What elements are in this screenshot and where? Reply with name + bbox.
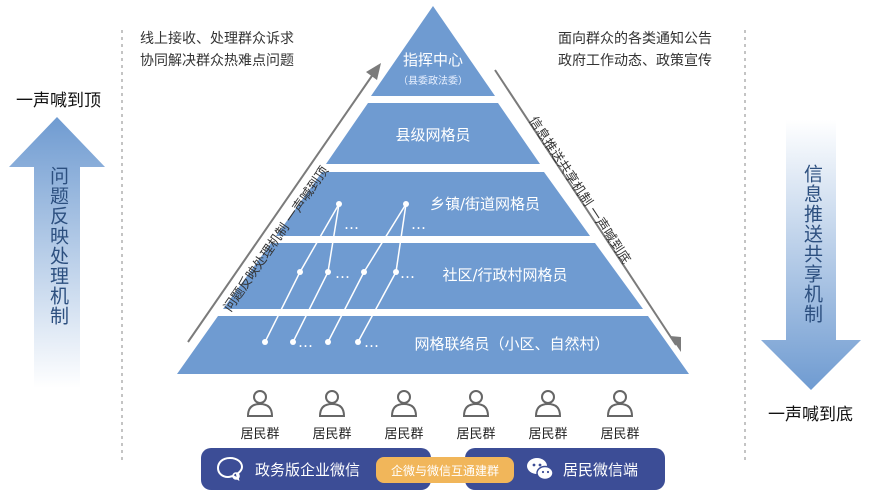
resident-group-label: 居民群 (528, 427, 568, 442)
resident-wechat-label: 居民微信端 (563, 460, 639, 479)
right-note-line-2: 政府工作动态、政策宣传 (558, 53, 712, 69)
node (262, 339, 268, 345)
node (336, 201, 342, 207)
pyramid-tier-3 (223, 243, 643, 309)
enterprise-wechat-icon (216, 456, 244, 482)
node (325, 339, 331, 345)
pyramid (177, 6, 689, 374)
node (297, 269, 303, 275)
resident-group-label: 居民群 (312, 427, 352, 442)
resident-person-icon (534, 390, 562, 417)
pyramid-tier-apex (371, 6, 495, 96)
node (361, 269, 367, 275)
resident-person-icon (318, 390, 346, 417)
node (325, 269, 331, 275)
node (290, 339, 296, 345)
left-arrow-text: 问题反映处理机制 (47, 166, 69, 326)
left-note: 线上接收、处理群众诉求 协同解决群众热难点问题 (140, 28, 294, 72)
right-slant-arrowhead (670, 336, 681, 352)
network-nodes (262, 201, 409, 345)
pyramid-tier-2 (276, 172, 590, 236)
left-note-line-2: 协同解决群众热难点问题 (140, 53, 294, 69)
left-slant-arrow-line (187, 69, 377, 343)
resident-person-icon (606, 390, 634, 417)
resident-group-label: 居民群 (600, 427, 640, 442)
right-note-line-1: 面向群众的各类通知公告 (558, 31, 712, 47)
network-lines (264, 203, 407, 343)
resident-person-icon (390, 390, 418, 417)
left-slant-arrowhead (366, 63, 381, 80)
left-title: 一声喊到顶 (16, 91, 101, 111)
apex-label: 指挥中心 (402, 51, 463, 69)
pyramid-tier-4 (177, 316, 689, 374)
tier-label-county: 县级网格员 (395, 126, 471, 144)
enterprise-wechat-label: 政务版企业微信 (255, 460, 361, 479)
right-arrow-text: 信息推送共享机制 (801, 164, 823, 324)
ellipsis: … (400, 264, 415, 282)
ellipsis: … (298, 333, 313, 351)
resident-group-label: 居民群 (240, 427, 280, 442)
pyramid-tier-1 (326, 103, 540, 164)
node (403, 201, 409, 207)
left-note-line-1: 线上接收、处理群众诉求 (140, 31, 294, 47)
tier-label-community: 社区/行政村网格员 (442, 266, 568, 284)
resident-group-label: 居民群 (456, 427, 496, 442)
ellipsis: … (411, 215, 426, 233)
right-slant-arrow-line (494, 69, 677, 346)
resident-group-label: 居民群 (384, 427, 424, 442)
ellipsis: … (344, 215, 359, 233)
right-down-arrow (761, 120, 861, 390)
right-note: 面向群众的各类通知公告 政府工作动态、政策宣传 (558, 28, 712, 72)
node (355, 339, 361, 345)
interconnect-badge: 企微与微信互通建群 (376, 457, 514, 483)
node (393, 269, 399, 275)
resident-person-icon (462, 390, 490, 417)
apex-sublabel: （县委政法委） (398, 76, 468, 87)
ellipsis: … (364, 333, 379, 351)
resident-person-icon (246, 390, 274, 417)
tier-label-liaison: 网格联络员（小区、自然村） (414, 335, 610, 353)
ellipsis: … (335, 264, 350, 282)
left-up-arrow (9, 117, 105, 388)
wechat-icon (527, 458, 554, 481)
tier-label-township: 乡镇/街道网格员 (429, 195, 541, 213)
right-title: 一声喊到底 (768, 405, 853, 425)
